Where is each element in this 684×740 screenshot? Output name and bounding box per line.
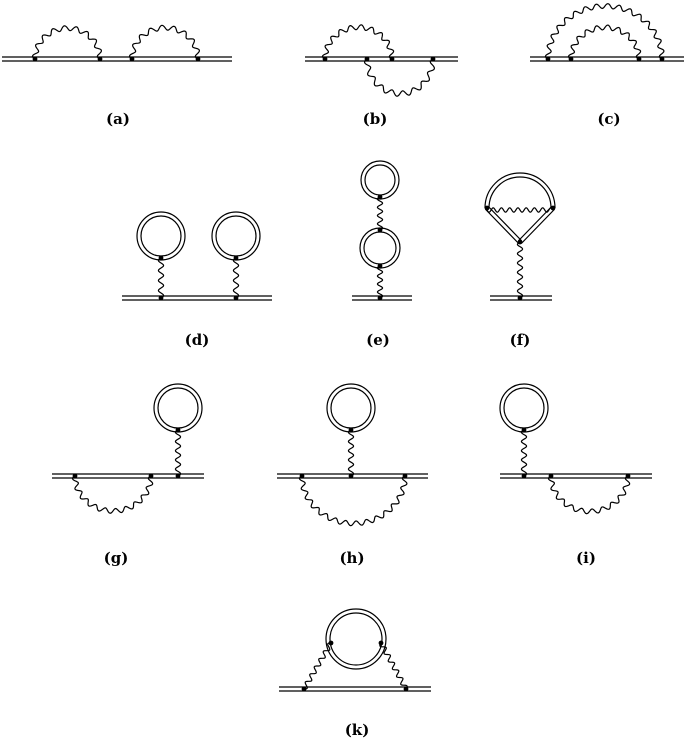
photon-arc-c-outer	[544, 3, 665, 60]
vertex-dot-i	[521, 427, 527, 433]
label-diagram-h: (h)	[339, 549, 364, 567]
vertex-dot-g	[72, 473, 78, 479]
vertex-dot-e	[377, 227, 383, 233]
vertex-dot-b	[322, 56, 328, 62]
vertex-dot-k	[378, 640, 384, 646]
photon-arc-b-top	[321, 24, 395, 60]
fermion-loop-k	[329, 612, 383, 666]
label-diagram-i: (i)	[576, 549, 596, 567]
photon-arc-c-inner	[567, 24, 642, 60]
vertex-dot-i	[548, 473, 554, 479]
fermion-side-f-left	[488, 206, 522, 242]
vertex-dot-f	[517, 295, 523, 301]
label-diagram-f: (f)	[510, 331, 531, 349]
vertex-dot-i	[625, 473, 631, 479]
vertex-dot-a	[32, 56, 38, 62]
fermion-side-f-right	[521, 208, 555, 244]
photon-line-k-right	[379, 642, 408, 690]
vertex-dot-d	[233, 255, 239, 261]
photon-line-g	[174, 429, 182, 477]
vertex-dot-b	[389, 56, 395, 62]
vertex-dot-a	[195, 56, 201, 62]
vertex-dot-g	[175, 427, 181, 433]
vertex-dot-c	[568, 56, 574, 62]
photon-line-e-1	[376, 196, 384, 231]
photon-line-d-1	[157, 257, 165, 299]
photon-line-f-internal	[486, 207, 554, 213]
fermion-arc-f	[484, 172, 556, 209]
vertex-dot-e	[377, 295, 383, 301]
fermion-loop-d-2	[215, 215, 257, 257]
fermion-loop-i	[503, 387, 545, 429]
vertex-dot-f	[550, 205, 556, 211]
photon-line-f-external	[516, 241, 524, 299]
vertex-dot-k	[301, 686, 307, 692]
label-diagram-k: (k)	[345, 721, 370, 739]
vertex-dot-g	[148, 473, 154, 479]
vertex-dot-a	[97, 56, 103, 62]
photon-arc-g	[71, 475, 154, 514]
fermion-loop-d-1	[136, 211, 186, 261]
fermion-loop-e-bottom	[363, 231, 397, 265]
label-diagram-c: (c)	[597, 110, 620, 128]
fermion-side-f-left	[485, 208, 519, 244]
fermion-loop-e-bottom	[359, 227, 401, 269]
vertex-dot-f	[484, 205, 490, 211]
label-diagram-d: (d)	[185, 331, 210, 349]
vertex-dot-f	[517, 239, 523, 245]
vertex-dot-k	[403, 686, 409, 692]
vertex-dot-d	[158, 255, 164, 261]
vertex-dot-g	[175, 473, 181, 479]
photon-arc-h	[298, 475, 408, 527]
vertex-dot-k	[328, 640, 334, 646]
vertex-dot-e	[377, 194, 383, 200]
vertex-dot-d	[233, 295, 239, 301]
label-diagram-g: (g)	[104, 549, 129, 567]
fermion-loop-e-top	[364, 164, 396, 196]
fermion-loop-e-top	[360, 160, 400, 200]
fermion-loop-g	[153, 383, 203, 433]
photon-line-e-2	[376, 265, 384, 299]
vertex-dot-c	[636, 56, 642, 62]
fermion-loop-i	[499, 383, 549, 433]
photon-arc-i	[547, 475, 631, 515]
photon-arc-a-2	[128, 24, 200, 60]
fermion-arc-f	[488, 176, 552, 209]
vertex-dot-h	[348, 473, 354, 479]
vertex-dot-c	[659, 56, 665, 62]
fermion-loop-d-2	[211, 211, 261, 261]
vertex-dot-h	[299, 473, 305, 479]
photon-arc-a-1	[31, 25, 102, 60]
vertex-dot-d	[158, 295, 164, 301]
fermion-loop-g	[157, 387, 199, 429]
vertex-dot-b	[364, 56, 370, 62]
photon-line-i	[520, 429, 528, 477]
vertex-dot-i	[521, 473, 527, 479]
vertex-dot-h	[402, 473, 408, 479]
photon-arc-b-bottom	[363, 58, 435, 97]
photon-line-k-left	[303, 642, 332, 690]
vertex-dot-b	[430, 56, 436, 62]
vertex-dot-a	[129, 56, 135, 62]
vertex-dot-h	[348, 427, 354, 433]
label-diagram-b: (b)	[363, 110, 388, 128]
fermion-loop-h	[326, 383, 376, 433]
fermion-loop-d-1	[140, 215, 182, 257]
fermion-loop-k	[325, 608, 387, 670]
vertex-dot-c	[545, 56, 551, 62]
label-diagram-e: (e)	[366, 331, 390, 349]
fermion-loop-h	[330, 387, 372, 429]
label-diagram-a: (a)	[106, 110, 130, 128]
vertex-dot-e	[377, 263, 383, 269]
photon-line-h	[347, 429, 355, 477]
photon-line-d-2	[232, 257, 240, 299]
